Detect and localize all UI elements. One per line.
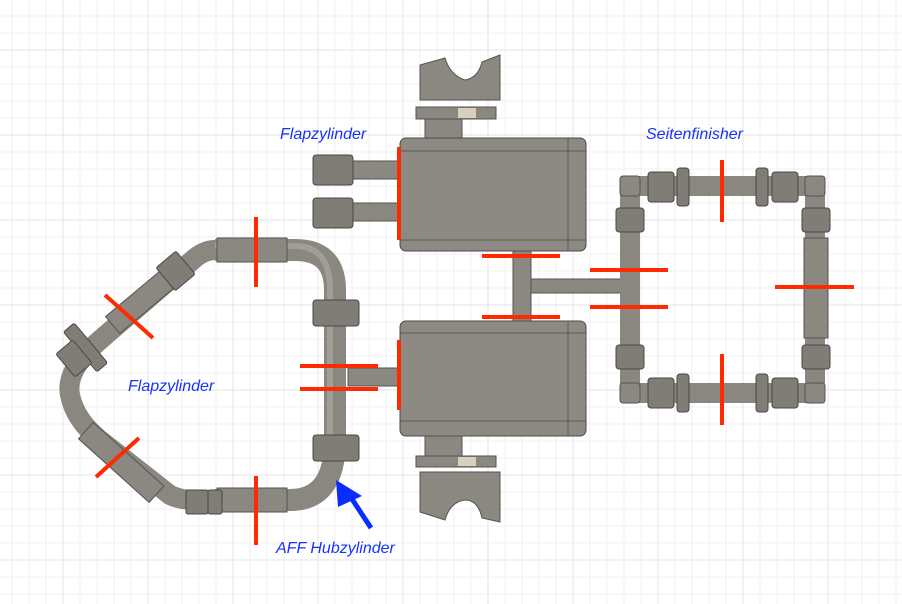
upper-mount-highlight bbox=[458, 108, 476, 118]
left-loop-nut-bottom-1 bbox=[185, 489, 209, 515]
rl-nut-bottom-3 bbox=[755, 373, 769, 413]
rl-nut-top-4 bbox=[771, 171, 799, 203]
rl-nut-bottom-2 bbox=[676, 373, 690, 413]
upper-mount-stem bbox=[424, 118, 463, 139]
upper-rod-1 bbox=[351, 160, 401, 180]
left-loop-nut-right-top bbox=[312, 299, 360, 327]
upper-cylinder-assembly[interactable] bbox=[312, 54, 587, 252]
label-flapzylinder-left: Flapzylinder bbox=[128, 378, 215, 395]
upper-mount-plate bbox=[415, 106, 497, 120]
lower-mount-bracket bbox=[419, 471, 501, 523]
corner-br bbox=[804, 382, 826, 404]
lower-cylinder-body bbox=[399, 320, 587, 437]
left-loop-diag-nut-top bbox=[156, 251, 195, 291]
rl-nut-top-1 bbox=[647, 171, 675, 203]
rl-nut-left-bottom bbox=[615, 344, 645, 370]
label-flapzylinder-top: Flapzylinder bbox=[280, 126, 367, 143]
left-loop-nut-bottom-2 bbox=[207, 489, 223, 515]
corner-bl bbox=[619, 382, 641, 404]
label-aff-hubzylinder: AFF Hubzylinder bbox=[276, 540, 395, 557]
upper-cylinder-body bbox=[399, 137, 587, 252]
upper-rod-2 bbox=[351, 202, 401, 222]
rl-nut-bottom-4 bbox=[771, 377, 799, 409]
rl-nut-left-top bbox=[615, 207, 645, 233]
cut-markers bbox=[94, 147, 854, 545]
rl-nut-right-top bbox=[801, 207, 831, 233]
lower-cylinder-assembly[interactable] bbox=[347, 320, 587, 523]
rl-nut-bottom-1 bbox=[647, 377, 675, 409]
left-hydraulic-loop[interactable] bbox=[48, 237, 360, 515]
left-loop-diag-sleeve-bottom bbox=[77, 421, 165, 504]
cut-marker bbox=[94, 436, 141, 479]
lower-mount-stem bbox=[424, 435, 463, 457]
rl-nut-top-3 bbox=[755, 167, 769, 207]
cut-marker bbox=[103, 293, 155, 340]
arrow-icon bbox=[336, 480, 374, 530]
label-seitenfinisher: Seitenfinisher bbox=[646, 126, 743, 143]
corner-tr bbox=[804, 175, 826, 197]
lower-mount-highlight bbox=[458, 457, 476, 466]
rl-nut-top-2 bbox=[676, 167, 690, 207]
upper-mount-bracket bbox=[419, 54, 501, 101]
left-loop-sleeve-top bbox=[216, 237, 288, 263]
upper-rod-1-nut bbox=[312, 154, 354, 186]
center-connector bbox=[512, 250, 640, 322]
left-loop-nut-right-bottom bbox=[312, 434, 360, 462]
left-loop-flange-nut bbox=[56, 340, 92, 377]
upper-rod-2-nut bbox=[312, 197, 354, 229]
lower-rod bbox=[347, 367, 401, 387]
left-loop-sleeve-bottom bbox=[216, 487, 288, 513]
corner-tl bbox=[619, 175, 641, 197]
lower-mount-plate bbox=[415, 455, 497, 468]
rl-nut-right-bottom bbox=[801, 344, 831, 370]
